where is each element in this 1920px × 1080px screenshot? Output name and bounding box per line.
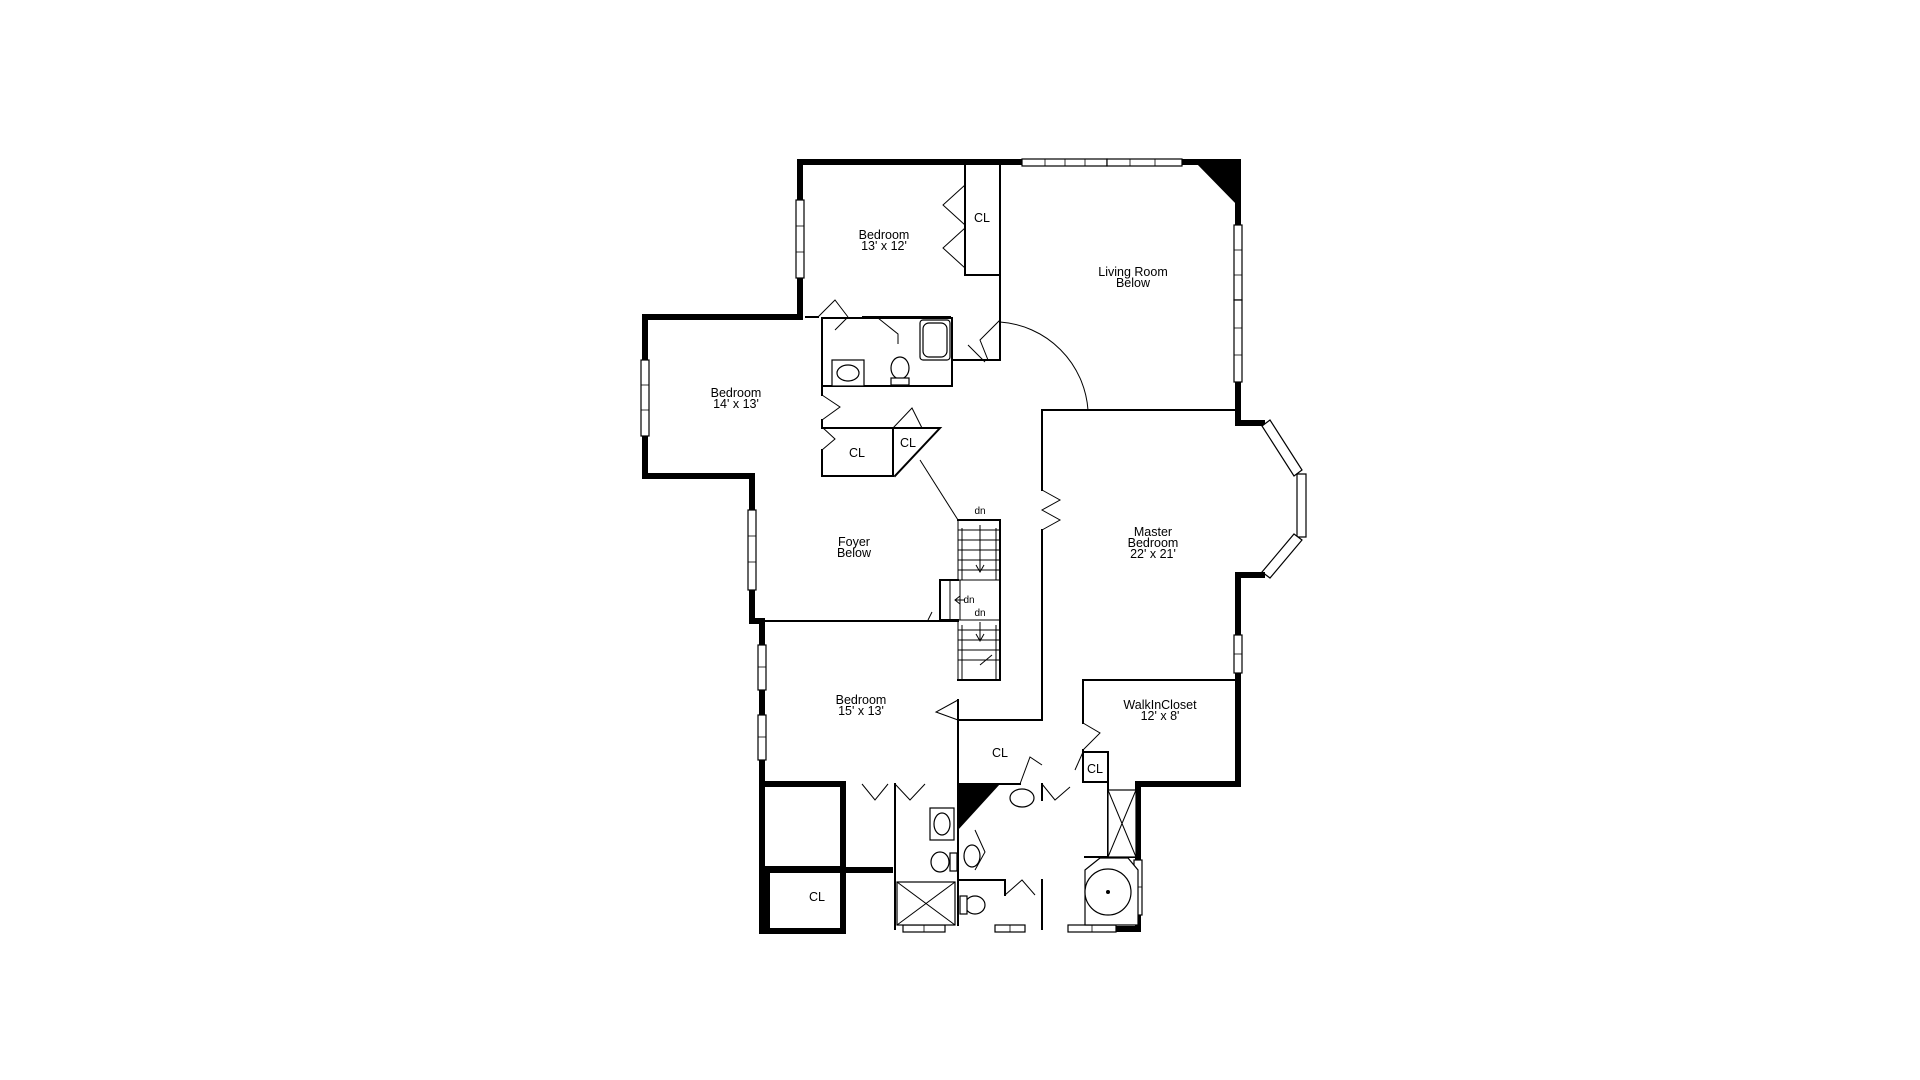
closet-label-left-b: CL <box>900 436 916 450</box>
stair-dn-upper: dn <box>974 506 985 517</box>
stair-dn-lower: dn <box>974 608 985 619</box>
bay-window <box>1235 419 1307 579</box>
stair-dn-landing: dn <box>963 595 974 606</box>
toilet-icon <box>890 356 910 380</box>
closet-label-left-a: CL <box>849 446 865 460</box>
room-name-master-line2: Bedroom <box>1128 536 1179 550</box>
toilet-icon-bottom-left <box>930 851 950 873</box>
sink-icon-master-bath-2 <box>963 844 981 868</box>
closet-labels: CL CL CL CL CL CL <box>809 211 1103 904</box>
room-name-bedroom-left: Bedroom <box>711 386 762 400</box>
room-size-master: 22' x 21' <box>1130 547 1176 561</box>
room-note-living-room: Below <box>1116 276 1151 290</box>
toilet-icon-master-bath <box>964 895 986 915</box>
stairs <box>919 459 1001 681</box>
fixtures <box>831 319 1139 926</box>
sink-icon-master-bath <box>1009 788 1035 808</box>
room-labels: Bedroom 13' x 12' Living Room Below Bedr… <box>711 228 1197 723</box>
room-size-walkin-closet: 12' x 8' <box>1141 709 1180 723</box>
closet-label-center: CL <box>992 746 1008 760</box>
room-size-bedroom-top: 13' x 12' <box>861 239 907 253</box>
room-name-bedroom-top: Bedroom <box>859 228 910 242</box>
room-size-bedroom-bottom: 15' x 13' <box>838 704 884 718</box>
room-name-foyer: Foyer <box>838 535 870 549</box>
closet-label-master: CL <box>1087 762 1103 776</box>
corner-column-bath <box>958 784 1000 830</box>
room-note-foyer: Below <box>837 546 872 560</box>
doors <box>817 184 1101 896</box>
closet-label-bottom-left: CL <box>809 890 825 904</box>
room-name-walkin-closet: WalkInCloset <box>1123 698 1197 712</box>
room-size-bedroom-left: 14' x 13' <box>713 397 759 411</box>
stair-labels: dn dn dn <box>963 506 985 619</box>
corner-column-top-right <box>1195 162 1238 206</box>
room-name-master-line1: Master <box>1134 525 1172 539</box>
room-name-bedroom-bottom: Bedroom <box>836 693 887 707</box>
closet-label-top: CL <box>974 211 990 225</box>
room-name-living-room: Living Room <box>1098 265 1167 279</box>
